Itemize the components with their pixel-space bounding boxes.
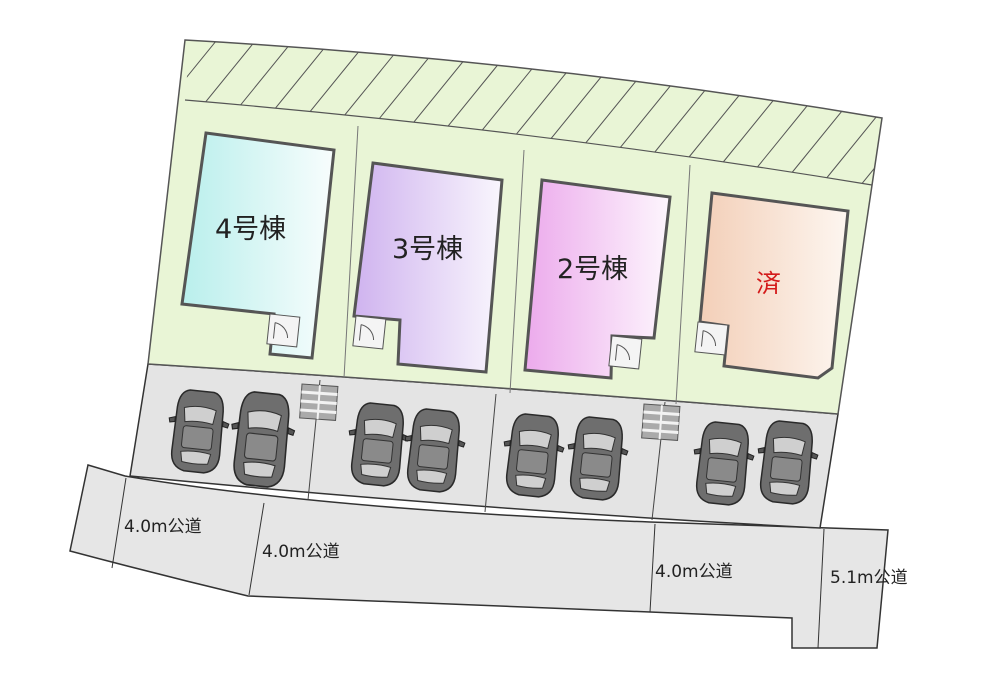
- hatched-strip: [185, 40, 882, 185]
- lot-dividers: [343, 125, 691, 405]
- lot-label: 4号棟: [215, 214, 286, 245]
- sold-label: 済: [756, 269, 781, 298]
- lot-label: 2号棟: [557, 254, 628, 285]
- entrance-door-icon: [352, 315, 387, 350]
- lot-label: 3号棟: [392, 234, 463, 265]
- lot-1-sold[interactable]: 済: [694, 191, 850, 380]
- hatched-strip-border: [184, 99, 873, 186]
- house-4: [180, 131, 336, 360]
- road-label: 5.1m公道: [830, 568, 908, 588]
- lot-area: [147, 39, 883, 415]
- lot-2[interactable]: 2号棟: [523, 178, 672, 380]
- road-label: 4.0m公道: [262, 542, 340, 562]
- road-label: 4.0m公道: [124, 517, 202, 537]
- steps-icon: [298, 382, 340, 422]
- lot-3[interactable]: 3号棟: [352, 161, 504, 374]
- lot-4[interactable]: 4号棟: [180, 131, 336, 360]
- house-3: [352, 161, 504, 374]
- entrance-door-icon: [266, 313, 301, 348]
- steps-icon: [640, 402, 682, 442]
- road-area: [69, 464, 889, 649]
- road-label: 4.0m公道: [655, 562, 733, 582]
- road-dimension-lines: [111, 477, 825, 649]
- entrance-door-icon: [608, 335, 643, 370]
- entrance-door-icon: [694, 321, 729, 356]
